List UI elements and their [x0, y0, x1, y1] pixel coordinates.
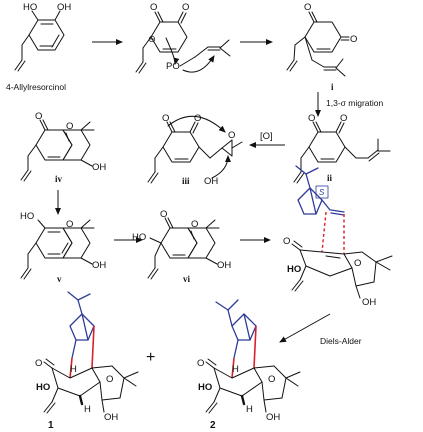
compound-label-iii: iii — [182, 176, 190, 186]
oh-label: OH — [92, 260, 106, 271]
stereo-s-label: S — [319, 188, 325, 197]
compound-dienolate: O O ⊖ PO — [135, 2, 231, 74]
ring-o-label: O — [66, 121, 73, 132]
o-label: O — [150, 2, 157, 13]
product-2: O HO H H O OH 2 — [197, 299, 301, 431]
oh-label: OH — [92, 162, 106, 173]
ho-label: HO — [20, 211, 34, 222]
o-label: O — [350, 34, 357, 45]
compound-vi: O HO O OH vi — [132, 209, 231, 284]
ho-label: HO — [198, 382, 212, 393]
oh-label: OH — [104, 412, 118, 423]
ring-o-label: O — [354, 258, 361, 269]
ho-label: HO — [36, 382, 50, 393]
epoxide-o-label: O — [228, 130, 235, 141]
product-label-2: 2 — [210, 420, 216, 431]
o-label: O — [160, 209, 167, 220]
o-label: O — [162, 113, 169, 124]
compound-label-iv: iv — [55, 174, 63, 184]
h-label: H — [84, 404, 91, 415]
o-label: O — [340, 113, 347, 124]
o-label: O — [283, 236, 290, 247]
ho-label: HO — [287, 264, 301, 275]
compound-allylresorcinol: HO OH 4-Allylresorcinol — [6, 2, 71, 92]
o-label: O — [35, 358, 42, 369]
hydroxide-label: OH — [204, 176, 218, 187]
anion-charge: ⊖ — [148, 34, 156, 45]
ring-o-label: O — [106, 374, 113, 385]
ring-o-label: O — [66, 219, 73, 230]
compound-ii: O O ii — [293, 113, 391, 184]
ho-label: HO — [23, 2, 37, 13]
h-label: H — [232, 364, 239, 375]
arrow-diels-alder — [279, 313, 331, 343]
h-label: H — [70, 364, 77, 375]
compound-label-i: i — [331, 82, 334, 92]
o-label: O — [182, 2, 189, 13]
compound-iv: O O OH iv — [20, 111, 106, 184]
compound-label-ii: ii — [327, 173, 333, 183]
o-label: O — [197, 358, 204, 369]
diels-alder-transition-state: S O HO O OH — [283, 165, 393, 308]
o-label: O — [304, 2, 311, 13]
product-label-1: 1 — [48, 420, 54, 431]
compound-iii: O O O OH iii — [147, 113, 243, 187]
product-1: O HO H H O OH 1 — [35, 291, 139, 431]
compound-label-v: v — [57, 274, 62, 284]
ho-label: HO — [132, 232, 146, 243]
plus-sign: + — [146, 349, 155, 366]
migration-label: 1,3-σ migration — [326, 98, 383, 108]
h-label: H — [246, 404, 253, 415]
ring-o-label: O — [268, 374, 275, 385]
oh-label: OH — [57, 2, 71, 13]
ring-o-label: O — [191, 219, 198, 230]
oh-label: OH — [217, 260, 231, 271]
compound-i: O O i — [286, 2, 357, 92]
o-label: O — [194, 113, 201, 124]
compound-v: HO O OH v — [20, 211, 106, 284]
oxidation-label: [O] — [260, 131, 273, 142]
compound-name-allylresorcinol: 4-Allylresorcinol — [6, 82, 66, 92]
o-label: O — [35, 111, 42, 122]
diels-alder-label: Diels-Alder — [320, 336, 362, 346]
o-label: O — [308, 113, 315, 124]
compound-label-vi: vi — [183, 274, 191, 284]
oh-label: OH — [266, 412, 280, 423]
po-label: PO — [166, 61, 180, 72]
oh-label: OH — [362, 297, 376, 308]
